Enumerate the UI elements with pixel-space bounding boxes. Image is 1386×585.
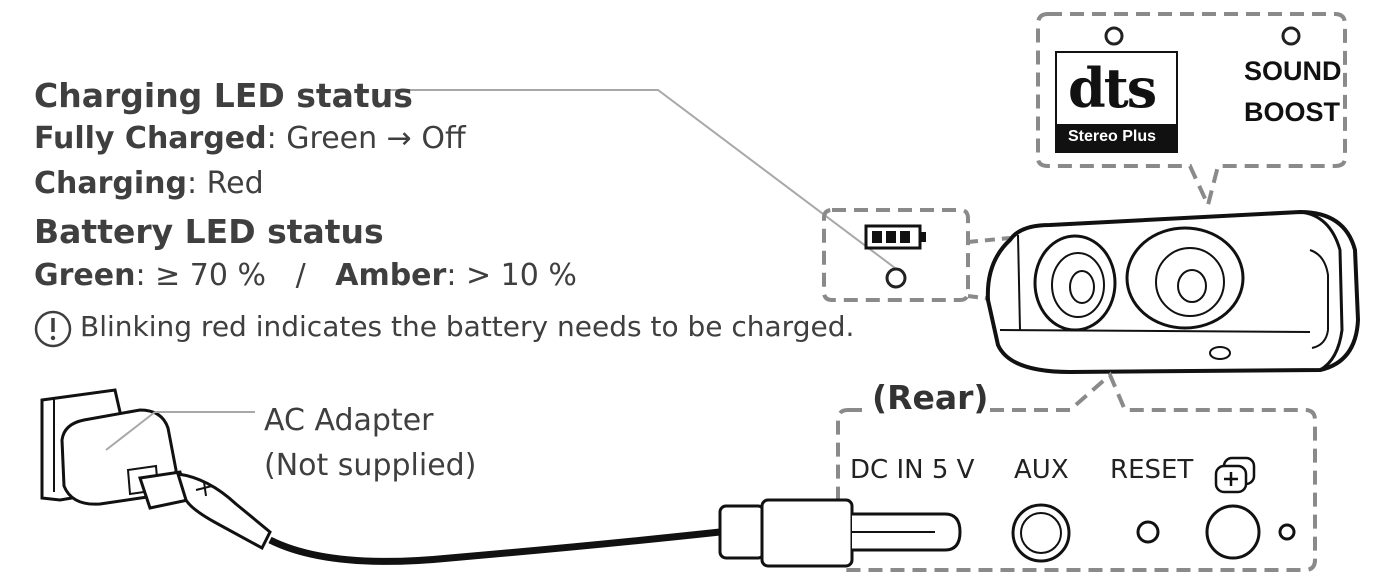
battery-levels-line: Green: ≥ 70 % / Amber: > 10 % (34, 258, 577, 293)
fully-charged-value: : Green → Off (266, 121, 466, 156)
amber-label: Amber (335, 258, 447, 293)
dc-in-port (718, 498, 962, 568)
charging-label: Charging (34, 166, 188, 201)
green-value: : ≥ 70 % (135, 258, 267, 293)
charging-value: : Red (187, 166, 264, 201)
pairing-led (1278, 523, 1296, 541)
speaker-unit (985, 209, 1361, 375)
port-label-aux: AUX (1014, 455, 1069, 485)
usb-cable (268, 528, 721, 565)
fully-charged-label: Fully Charged (34, 121, 267, 156)
charging-led-leader-line (385, 89, 896, 269)
green-label: Green (34, 258, 136, 293)
dts-led-indicator (1104, 26, 1124, 46)
rear-panel-callout (836, 371, 1317, 572)
rear-title: (Rear) (872, 378, 989, 417)
top-panel-callout (1036, 12, 1347, 211)
charging-led-title: Charging LED status (34, 76, 413, 115)
blinking-red-note: Blinking red indicates the battery needs… (80, 310, 855, 343)
dts-logo-band (1056, 124, 1177, 152)
charging-line: Charging: Red (34, 166, 264, 201)
battery-led-callout (822, 208, 970, 302)
port-label-dc-in: DC IN 5 V (850, 455, 975, 485)
pairing-button (1205, 504, 1261, 560)
sound-boost-line1: SOUND (1244, 56, 1342, 86)
dts-stereo-plus: Stereo Plus (1068, 128, 1157, 145)
ac-adapter-illustration (40, 388, 272, 551)
port-label-reset: RESET (1110, 455, 1194, 485)
reset-hole (1136, 520, 1160, 544)
battery-separator: / (295, 258, 306, 293)
sound-boost-led-indicator (1281, 26, 1301, 46)
fully-charged-line: Fully Charged: Green → Off (34, 121, 466, 156)
exclamation-circle-icon (34, 310, 72, 348)
sound-boost-line2: BOOST (1244, 97, 1341, 127)
aux-port (1011, 503, 1071, 563)
battery-icon (864, 224, 926, 250)
bluetooth-pair-icon (1214, 456, 1256, 494)
adapter-leader-line (105, 411, 156, 451)
adapter-not-supplied: (Not supplied) (264, 448, 477, 483)
amber-value: : > 10 % (446, 258, 577, 293)
battery-led-title: Battery LED status (34, 212, 384, 251)
adapter-label: AC Adapter (264, 403, 434, 438)
battery-led-indicator (885, 267, 907, 289)
dts-logo: dts (1068, 56, 1157, 120)
